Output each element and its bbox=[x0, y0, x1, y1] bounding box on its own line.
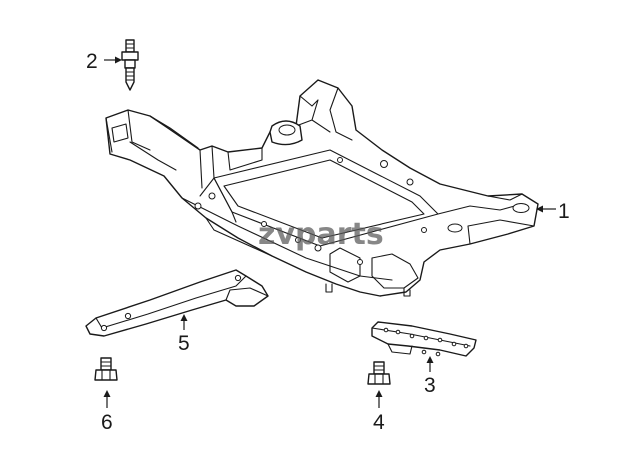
bracket-part-3 bbox=[371, 321, 477, 357]
bolt-part-4 bbox=[367, 361, 391, 385]
callout-1: 1 bbox=[558, 200, 570, 223]
watermark: zvparts bbox=[258, 217, 384, 252]
crossmember-part-1 bbox=[105, 79, 539, 297]
callout-6: 6 bbox=[101, 411, 113, 434]
callout-3: 3 bbox=[424, 374, 436, 397]
callout-5: 5 bbox=[178, 332, 190, 355]
callout-2: 2 bbox=[86, 50, 98, 73]
brace-part-5 bbox=[85, 269, 269, 337]
leader-lines bbox=[103, 56, 556, 408]
callout-4: 4 bbox=[373, 411, 385, 434]
stud-bolt-part-2 bbox=[121, 39, 139, 91]
bolt-part-6 bbox=[94, 357, 118, 381]
